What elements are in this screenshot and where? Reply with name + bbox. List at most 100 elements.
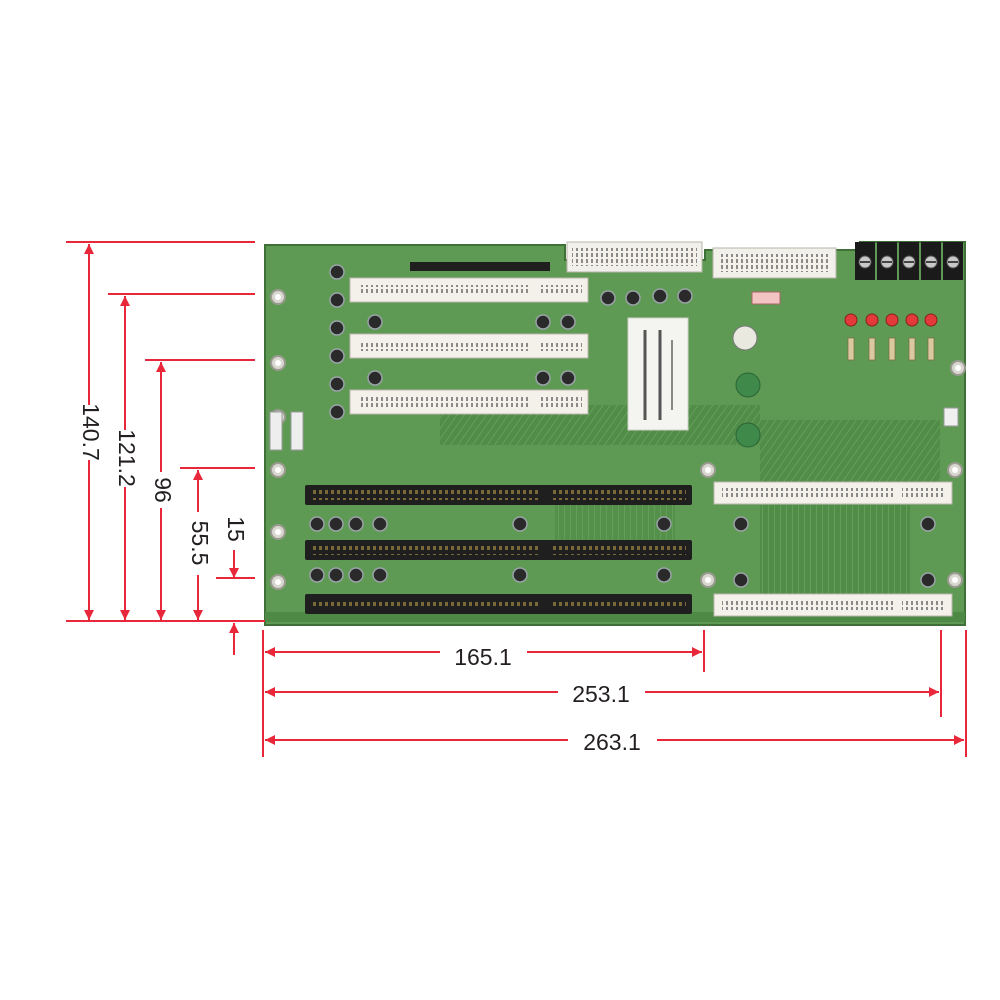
mounting-hole-center-2 [275, 360, 281, 366]
capacitor-5 [329, 376, 345, 392]
dim-label-140-7: 140.7 [78, 403, 104, 461]
mounting-hole-center-10 [705, 577, 711, 583]
dim-96-arrow-bottom [156, 610, 166, 620]
status-led-4 [905, 313, 919, 327]
product-label [627, 317, 689, 431]
dim-55-5-arrow-top [193, 470, 203, 480]
power-switch [751, 291, 781, 305]
pci-slot-pins-a-1 [358, 285, 528, 295]
status-leds [844, 313, 938, 361]
dim-263-1-arrow-right [954, 735, 964, 745]
isa-slots [305, 485, 692, 614]
capacitor-17 [309, 516, 325, 532]
capacitor-30 [920, 516, 936, 532]
trace-area-right-slots [760, 505, 910, 595]
pci-slot-pins-a-3 [358, 397, 528, 407]
power-connector-right-pins [718, 254, 831, 272]
capacitor-1 [329, 264, 345, 280]
capacitor-23 [309, 567, 325, 583]
capacitor-6 [329, 404, 345, 420]
label-lines [643, 330, 673, 420]
status-led-5 [924, 313, 938, 327]
mounting-hole-center-6 [275, 579, 281, 585]
pci-slot-pins-b-2 [538, 341, 582, 351]
mounting-hole-center-11 [955, 365, 961, 371]
capacitor-4 [329, 348, 345, 364]
led-resistor-2 [868, 337, 876, 361]
capacitor-26 [372, 567, 388, 583]
dimension-lines [66, 241, 967, 757]
led-resistor-4 [908, 337, 916, 361]
pci-slot-pins-b-1 [538, 285, 582, 295]
dim-140-7-arrow-bottom [84, 610, 94, 620]
dim-55-5-arrow-bottom [193, 610, 203, 620]
capacitor-31 [733, 572, 749, 588]
mounting-hole-center-5 [275, 529, 281, 535]
isa-slot-pins-a-3 [312, 599, 540, 609]
status-led-2 [865, 313, 879, 327]
board-edge-strip [265, 612, 965, 622]
mounting-hole-center-9 [952, 577, 958, 583]
capacitor-24 [328, 567, 344, 583]
led-resistor-1 [847, 337, 855, 361]
dim-15-arrow-bottom [229, 623, 239, 633]
isa-slot-pins-a-1 [312, 490, 540, 500]
capacitor-10 [560, 314, 576, 330]
isa-slot-pins-b-2 [552, 545, 686, 555]
dim-253-1-arrow-right [929, 687, 939, 697]
capacitor-9 [535, 314, 551, 330]
led-resistor-5 [927, 337, 935, 361]
trace-area-isa [555, 505, 675, 540]
mounting-hole-center-1 [275, 294, 281, 300]
dim-121-2-arrow-top [120, 296, 130, 306]
dim-165-1-arrow-right [692, 647, 702, 657]
capacitor-20 [372, 516, 388, 532]
pci-slots [349, 277, 589, 415]
dim-label-121-2: 121.2 [114, 429, 140, 487]
capacitor-22 [656, 516, 672, 532]
dim-label-165-1: 165.1 [454, 644, 512, 670]
status-led-1 [844, 313, 858, 327]
dim-label-263-1: 263.1 [583, 729, 641, 755]
capacitor-32 [920, 572, 936, 588]
capacitor-12 [560, 370, 576, 386]
right-pci-slot-pins-a-2 [722, 600, 894, 610]
capacitor-21 [512, 516, 528, 532]
round-logo-mid [735, 372, 761, 398]
capacitor-14 [625, 290, 641, 306]
dim-140-7-arrow-top [84, 244, 94, 254]
pci-slot-pins-b-3 [538, 397, 582, 407]
dim-121-2-arrow-bottom [120, 610, 130, 620]
dim-15-arrow-top [229, 568, 239, 578]
backplane-board [264, 241, 966, 626]
capacitor-7 [367, 314, 383, 330]
capacitor-8 [367, 370, 383, 386]
dim-253-1-arrow-left [265, 687, 275, 697]
right-pci-slot-pins-a-1 [722, 488, 894, 498]
capacitor-2 [329, 292, 345, 308]
round-logo-low [735, 422, 761, 448]
side-connector-b [290, 411, 304, 451]
right-pci-slot-pins-b-1 [902, 488, 946, 498]
capacitor-11 [535, 370, 551, 386]
right-small-connector [943, 407, 959, 427]
capacitor-15 [652, 288, 668, 304]
top-edge-connector [410, 262, 550, 271]
dim-263-1-arrow-left [265, 735, 275, 745]
right-pci-slots [713, 481, 953, 617]
dimension-labels: 140.7 121.2 96 55.5 15 165.1 253.1 263.1 [78, 403, 641, 755]
capacitor-3 [329, 320, 345, 336]
mounting-hole-center-4 [275, 467, 281, 473]
dim-label-55-5: 55.5 [187, 521, 213, 566]
mounting-hole-center-8 [952, 467, 958, 473]
mounting-hole-center-7 [705, 467, 711, 473]
dim-label-253-1: 253.1 [572, 681, 630, 707]
power-connector-left-pins [572, 248, 697, 266]
dim-96-arrow-top [156, 362, 166, 372]
capacitor-16 [677, 288, 693, 304]
capacitor-19 [348, 516, 364, 532]
dim-165-1-arrow-left [265, 647, 275, 657]
side-connector-a [269, 411, 283, 451]
capacitors [309, 264, 936, 588]
